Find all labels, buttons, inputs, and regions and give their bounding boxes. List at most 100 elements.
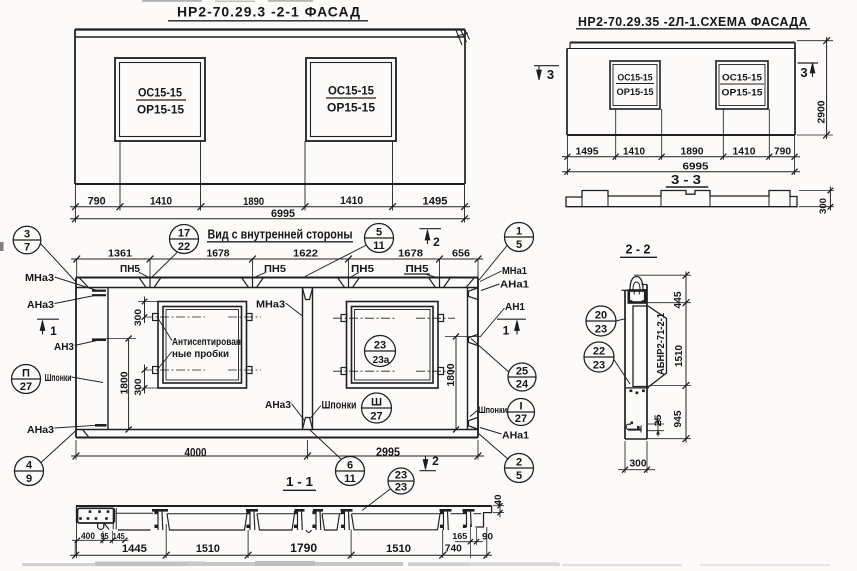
svg-text:300: 300 [818, 198, 829, 214]
svg-text:1510: 1510 [386, 543, 411, 555]
svg-text:2: 2 [433, 235, 440, 249]
svg-text:OC15-15: OC15-15 [618, 73, 653, 83]
svg-text:1410: 1410 [733, 146, 756, 158]
svg-text:1445: 1445 [122, 543, 147, 555]
svg-text:740: 740 [445, 544, 462, 555]
svg-text:27: 27 [515, 413, 527, 425]
svg-text:АБНР2-71-2-1: АБНР2-71-2-1 [655, 313, 667, 375]
svg-text:25: 25 [516, 366, 528, 378]
svg-text:790: 790 [774, 146, 791, 158]
svg-text:2 - 2: 2 - 2 [626, 242, 651, 256]
svg-text:АН1: АН1 [505, 301, 525, 313]
svg-text:145: 145 [113, 531, 125, 541]
svg-text:МНа1: МНа1 [502, 265, 527, 277]
svg-text:OC15-15: OC15-15 [328, 86, 375, 98]
svg-text:3: 3 [800, 65, 807, 80]
svg-text:23: 23 [374, 340, 386, 352]
svg-text:1361: 1361 [108, 247, 132, 259]
svg-text:22: 22 [593, 346, 605, 358]
svg-text:OC15-15: OC15-15 [138, 88, 183, 100]
svg-text:1510: 1510 [196, 543, 220, 555]
svg-text:400: 400 [81, 531, 95, 541]
svg-text:2995: 2995 [376, 447, 401, 459]
svg-text:ПН5: ПН5 [120, 263, 140, 275]
svg-text:3: 3 [547, 67, 554, 82]
svg-text:1: 1 [50, 324, 57, 338]
svg-text:17: 17 [178, 228, 190, 240]
svg-text:OC15-15: OC15-15 [722, 73, 762, 83]
svg-text:25: 25 [653, 414, 664, 427]
svg-text:20: 20 [595, 310, 607, 322]
svg-text:1 - 1: 1 - 1 [286, 475, 313, 489]
svg-text:HP2-70.29.35 -2Л-1.СХЕМА ФАСАД: HP2-70.29.35 -2Л-1.СХЕМА ФАСАДА [578, 14, 808, 29]
svg-text:АНа1: АНа1 [502, 430, 529, 442]
svg-text:I: I [519, 401, 522, 413]
svg-text:790: 790 [88, 196, 106, 208]
svg-text:11: 11 [373, 240, 385, 252]
svg-text:4000: 4000 [185, 447, 207, 459]
svg-text:1410: 1410 [340, 195, 363, 207]
svg-text:АНа3: АНа3 [27, 424, 54, 436]
svg-text:1410: 1410 [623, 146, 645, 158]
svg-text:АНа3: АНа3 [27, 299, 54, 311]
svg-text:1495: 1495 [423, 196, 448, 208]
svg-text:1495: 1495 [576, 146, 599, 158]
svg-text:27: 27 [370, 411, 382, 423]
svg-text:1: 1 [516, 226, 522, 238]
svg-text:Шпонки: Шпонки [478, 405, 507, 415]
svg-text:2: 2 [432, 454, 439, 468]
svg-text:Антисептирован: Антисептирован [172, 336, 241, 348]
svg-text:ПН5: ПН5 [264, 263, 286, 275]
svg-text:ПН5: ПН5 [351, 263, 374, 275]
svg-text:1: 1 [503, 324, 510, 338]
svg-text:7: 7 [24, 241, 30, 253]
svg-text:5: 5 [516, 239, 522, 251]
svg-text:1800: 1800 [119, 371, 131, 394]
svg-text:2900: 2900 [816, 100, 828, 123]
svg-text:300: 300 [133, 309, 144, 326]
svg-text:6995: 6995 [271, 208, 295, 220]
svg-text:1790: 1790 [290, 543, 317, 555]
svg-text:22: 22 [178, 241, 190, 253]
svg-text:445: 445 [672, 291, 684, 308]
svg-text:40: 40 [493, 495, 503, 506]
svg-text:300: 300 [630, 457, 647, 469]
svg-text:27: 27 [20, 381, 32, 393]
svg-text:90: 90 [482, 531, 493, 541]
svg-text:OP15-15: OP15-15 [617, 87, 654, 97]
svg-text:Вид с внутренней стороны: Вид с внутренней стороны [208, 227, 353, 241]
svg-text:Ш: Ш [371, 397, 382, 409]
svg-text:5: 5 [516, 470, 522, 482]
svg-text:6: 6 [347, 460, 353, 472]
svg-text:АНа3: АНа3 [265, 399, 291, 411]
svg-text:1678: 1678 [398, 247, 423, 259]
svg-text:945: 945 [672, 410, 684, 427]
svg-text:5: 5 [376, 227, 382, 239]
svg-text:3 - 3: 3 - 3 [671, 172, 701, 187]
svg-text:11: 11 [344, 473, 356, 485]
svg-text:300: 300 [133, 379, 144, 396]
svg-text:23: 23 [395, 482, 407, 494]
svg-text:МНа3: МНа3 [256, 298, 285, 310]
svg-text:23: 23 [595, 324, 607, 336]
svg-text:П: П [22, 368, 30, 380]
svg-text:4: 4 [26, 460, 33, 472]
svg-text:1410: 1410 [150, 196, 172, 208]
svg-text:Шпонки: Шпонки [45, 373, 72, 384]
svg-text:OP15-15: OP15-15 [722, 88, 763, 98]
svg-text:1678: 1678 [207, 247, 230, 259]
svg-text:OP15-15: OP15-15 [137, 105, 185, 117]
svg-text:OP15-15: OP15-15 [327, 103, 376, 115]
svg-text:23а: 23а [373, 355, 390, 366]
svg-text:1510: 1510 [673, 345, 685, 367]
svg-text:HP2-70.29.3 -2-1 ФАСАД: HP2-70.29.3 -2-1 ФАСАД [177, 4, 361, 20]
svg-text:Шпонки: Шпонки [322, 400, 357, 412]
svg-text:1890: 1890 [681, 146, 704, 158]
svg-text:ПН5: ПН5 [406, 263, 429, 275]
svg-text:2: 2 [516, 457, 522, 469]
svg-text:МНа3: МНа3 [25, 272, 54, 284]
svg-text:656: 656 [452, 247, 470, 259]
svg-text:95: 95 [101, 531, 109, 541]
svg-text:АНа1: АНа1 [500, 278, 529, 290]
svg-text:ные пробки: ные пробки [172, 348, 229, 360]
